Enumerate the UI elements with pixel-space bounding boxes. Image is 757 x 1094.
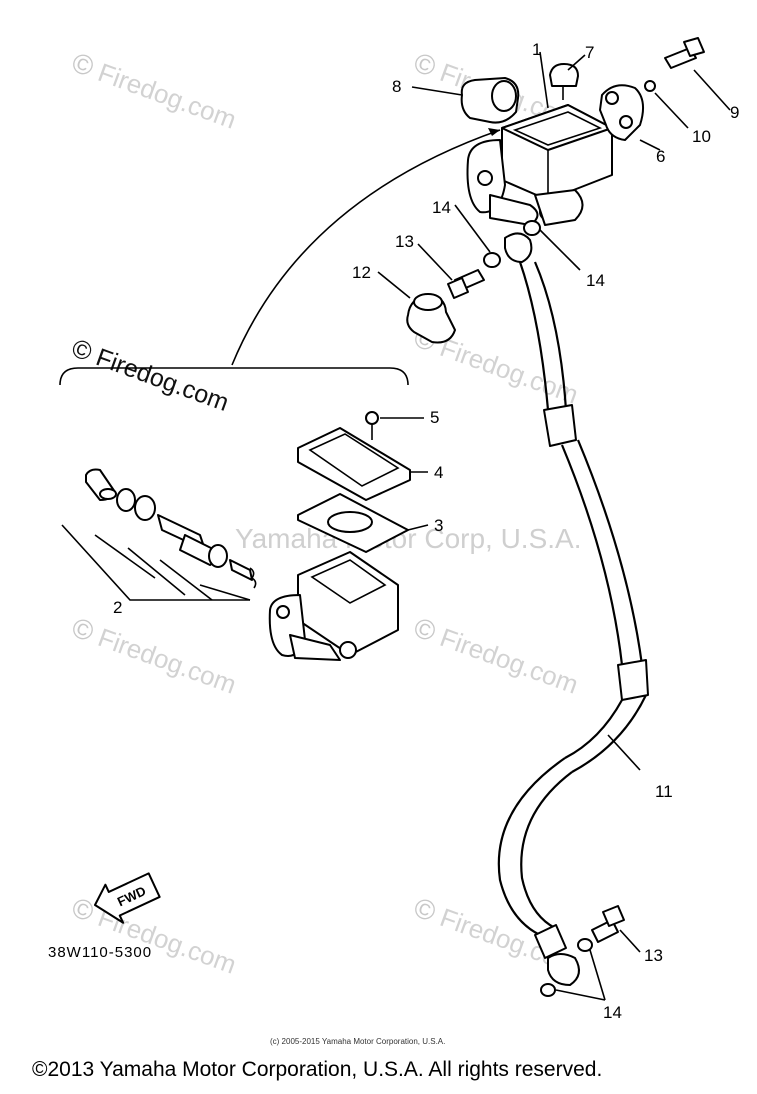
callout-14-lower: 14 (603, 1003, 622, 1022)
callout-12: 12 (352, 263, 371, 282)
watermark-dark: © Firedog.com (68, 332, 233, 417)
watermark-text: Firedog.com (436, 622, 582, 700)
watermark-4: © Firedog.com (68, 612, 240, 700)
callout-5: 5 (430, 408, 439, 427)
callouts: 1 2 3 4 5 6 7 8 9 10 11 12 13 13 14 14 1… (113, 40, 739, 1022)
detail-bracket (59, 128, 501, 386)
callout-3: 3 (434, 516, 443, 535)
watermark-symbol: © (410, 892, 440, 928)
leader-lines (377, 51, 731, 1001)
callout-10: 10 (692, 127, 711, 146)
exploded-detail (61, 411, 411, 661)
fwd-arrow-icon: FWD (94, 872, 161, 924)
callout-4: 4 (434, 463, 443, 482)
watermark-5: © Firedog.com (410, 612, 582, 700)
overlay-watermark: Yamaha Motor Corp, U.S.A. (235, 523, 582, 554)
watermark-text: Firedog.com (94, 622, 240, 700)
footer-copyright: ©2013 Yamaha Motor Corporation, U.S.A. A… (32, 1058, 602, 1081)
banjo-bolt-upper (447, 220, 541, 299)
watermark-symbol: © (68, 892, 98, 928)
callout-11: 11 (655, 782, 673, 801)
watermark-text: Firedog.com (94, 57, 240, 135)
callout-8: 8 (392, 77, 401, 96)
watermark-symbol: © (410, 612, 440, 648)
watermark-text: Firedog.com (436, 332, 582, 410)
callout-14-upper-right: 14 (586, 271, 605, 290)
brake-hose (497, 261, 649, 997)
watermark-symbol-dark: © (68, 332, 96, 367)
master-cylinder-assembly (460, 37, 705, 226)
dust-cap-12 (406, 293, 456, 344)
callout-9: 9 (730, 103, 739, 122)
watermark-symbol: © (68, 47, 98, 83)
callout-13-lower: 13 (644, 946, 663, 965)
callout-1: 1 (532, 40, 541, 59)
watermark-symbol: © (410, 47, 440, 83)
callout-7: 7 (585, 43, 594, 62)
callout-14-upper-left: 14 (432, 198, 451, 217)
small-copyright: (c) 2005-2015 Yamaha Motor Corporation, … (270, 1037, 445, 1046)
callout-6: 6 (656, 147, 665, 166)
watermark-text-dark: Firedog.com (92, 343, 232, 417)
watermark-symbol: © (68, 612, 98, 648)
part-code: 38W110-5300 (48, 944, 152, 961)
watermark-1: © Firedog.com (68, 47, 240, 135)
callout-2: 2 (113, 598, 122, 617)
watermark-6: © Firedog.com (68, 892, 240, 980)
callout-13-upper: 13 (395, 232, 414, 251)
